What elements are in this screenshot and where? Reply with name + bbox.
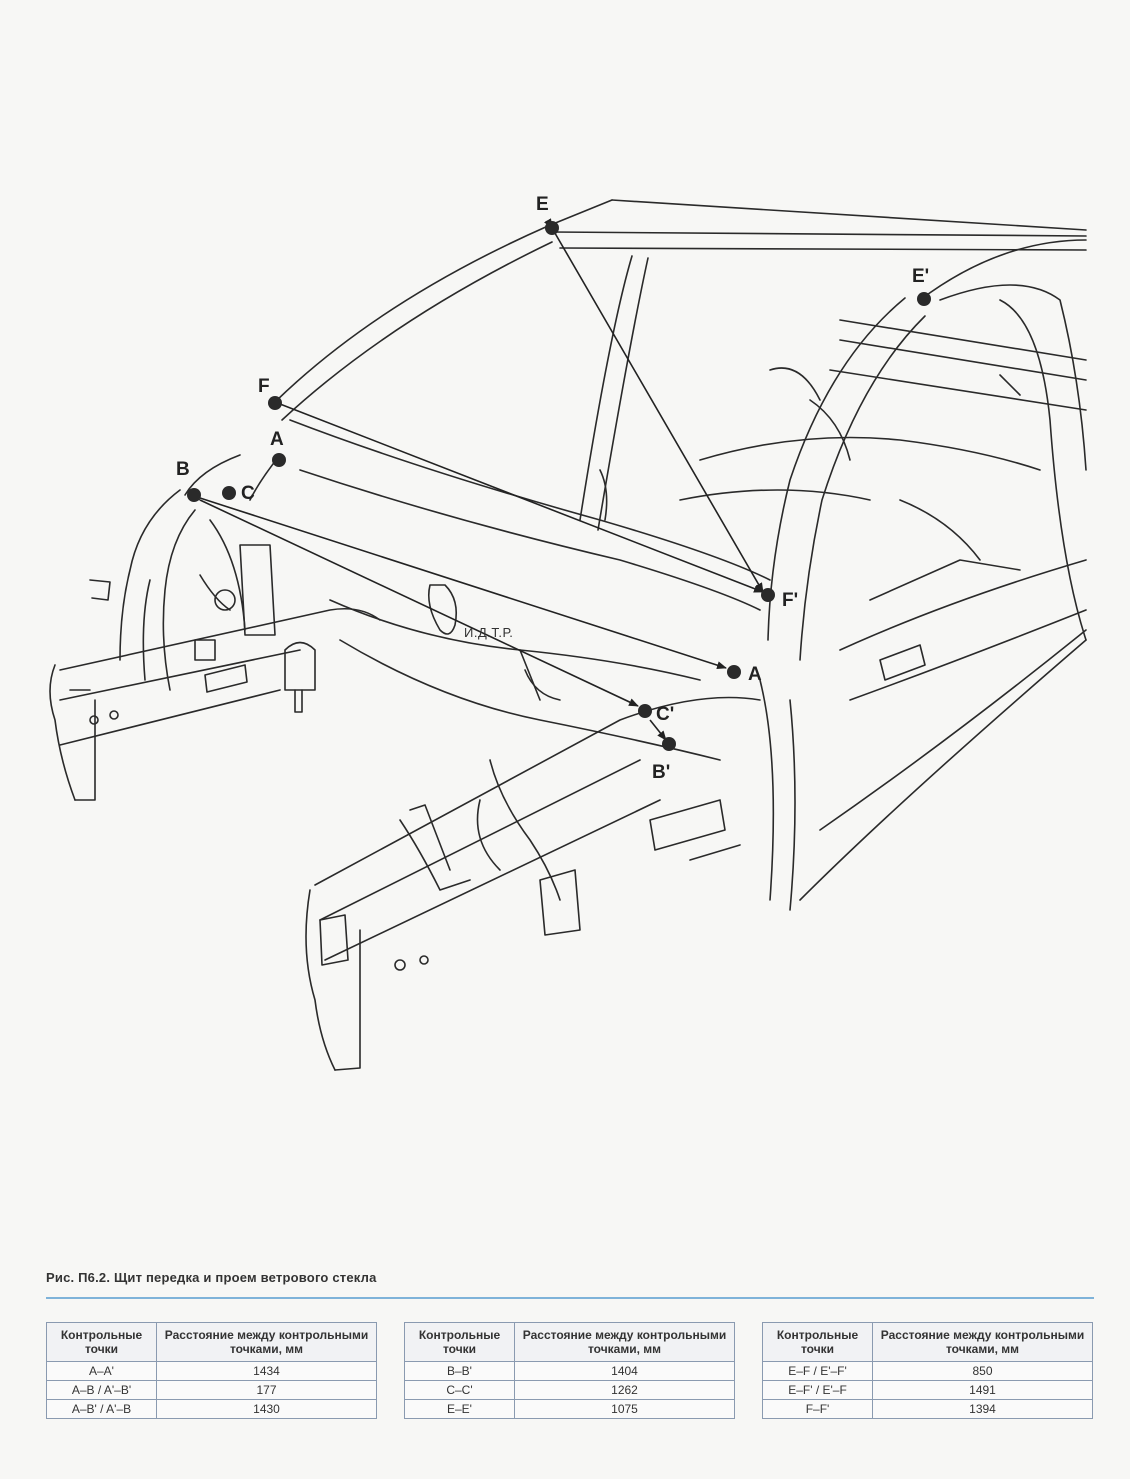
label-c: C — [241, 483, 255, 504]
table-row: E–E' 1075 — [404, 1399, 735, 1419]
header-distance: Расстояние между контрольными точками, м… — [514, 1322, 735, 1362]
cell-distance: 850 — [872, 1361, 1093, 1381]
table-header-row: Контрольные точки Расстояние между контр… — [762, 1322, 1093, 1362]
measurement-tables: Контрольные точки Расстояние между контр… — [46, 1322, 1094, 1422]
body-structure-diagram: E E' F F' A A B B' C C' И.Д.Т.Р. — [49, 194, 1087, 1071]
label-c2: C' — [656, 704, 674, 725]
label-a2: A — [748, 664, 762, 685]
header-distance: Расстояние между контрольными точками, м… — [872, 1322, 1093, 1362]
point-f — [268, 396, 282, 410]
cell-points: C–C' — [404, 1380, 515, 1400]
label-b2: B' — [652, 762, 670, 783]
point-labels: E E' F F' A A B B' C C' И.Д.Т.Р. — [176, 194, 929, 783]
cell-distance: 177 — [156, 1380, 377, 1400]
table-header-row: Контрольные точки Расстояние между контр… — [404, 1322, 735, 1362]
table-header-row: Контрольные точки Расстояние между контр… — [46, 1322, 377, 1362]
point-a — [272, 453, 286, 467]
cell-points: A–A' — [46, 1361, 157, 1381]
point-e2 — [917, 292, 931, 306]
point-a2 — [727, 665, 741, 679]
table-row: C–C' 1262 — [404, 1380, 735, 1400]
control-points — [187, 221, 931, 751]
label-f: F — [258, 376, 270, 397]
measurement-table-2: Контрольные точки Расстояние между контр… — [404, 1322, 735, 1419]
point-f2 — [761, 588, 775, 602]
line-b-c2 — [190, 492, 639, 707]
stamp-text: И.Д.Т.Р. — [464, 625, 513, 640]
measurement-table-3: Контрольные точки Расстояние между контр… — [762, 1322, 1093, 1419]
table-row: A–A' 1434 — [46, 1361, 377, 1381]
label-e2: E' — [912, 266, 929, 287]
measurement-table-1: Контрольные точки Расстояние между контр… — [46, 1322, 377, 1419]
measurement-lines — [190, 218, 764, 741]
caption-divider — [46, 1297, 1094, 1299]
table-row: E–F / E'–F' 850 — [762, 1361, 1093, 1381]
cell-distance: 1434 — [156, 1361, 377, 1381]
header-points: Контрольные точки — [762, 1322, 873, 1362]
header-distance: Расстояние между контрольными точками, м… — [156, 1322, 377, 1362]
cell-distance: 1404 — [514, 1361, 735, 1381]
point-c2 — [638, 704, 652, 718]
point-b2 — [662, 737, 676, 751]
cell-distance: 1262 — [514, 1380, 735, 1400]
cell-distance: 1075 — [514, 1399, 735, 1419]
figure-caption: Рис. П6.2. Щит передка и проем ветрового… — [46, 1270, 377, 1285]
cell-points: E–E' — [404, 1399, 515, 1419]
table-row: A–B' / A'–B 1430 — [46, 1399, 377, 1419]
cell-distance: 1394 — [872, 1399, 1093, 1419]
cell-points: B–B' — [404, 1361, 515, 1381]
cell-distance: 1430 — [156, 1399, 377, 1419]
header-points: Контрольные точки — [46, 1322, 157, 1362]
cell-distance: 1491 — [872, 1380, 1093, 1400]
label-b: B — [176, 459, 190, 480]
cell-points: E–F' / E'–F — [762, 1380, 873, 1400]
cell-points: A–B' / A'–B — [46, 1399, 157, 1419]
table-row: F–F' 1394 — [762, 1399, 1093, 1419]
point-c — [222, 486, 236, 500]
table-row: B–B' 1404 — [404, 1361, 735, 1381]
point-e — [545, 221, 559, 235]
cell-points: A–B / A'–B' — [46, 1380, 157, 1400]
line-c2-b2 — [649, 719, 667, 741]
label-a: A — [270, 429, 284, 450]
header-points: Контрольные точки — [404, 1322, 515, 1362]
car-body-drawing — [49, 199, 1087, 1071]
table-row: E–F' / E'–F 1491 — [762, 1380, 1093, 1400]
cell-points: E–F / E'–F' — [762, 1361, 873, 1381]
label-f2: F' — [782, 590, 798, 611]
table-row: A–B / A'–B' 177 — [46, 1380, 377, 1400]
cell-points: F–F' — [762, 1399, 873, 1419]
point-b — [187, 488, 201, 502]
label-e: E — [536, 194, 549, 215]
